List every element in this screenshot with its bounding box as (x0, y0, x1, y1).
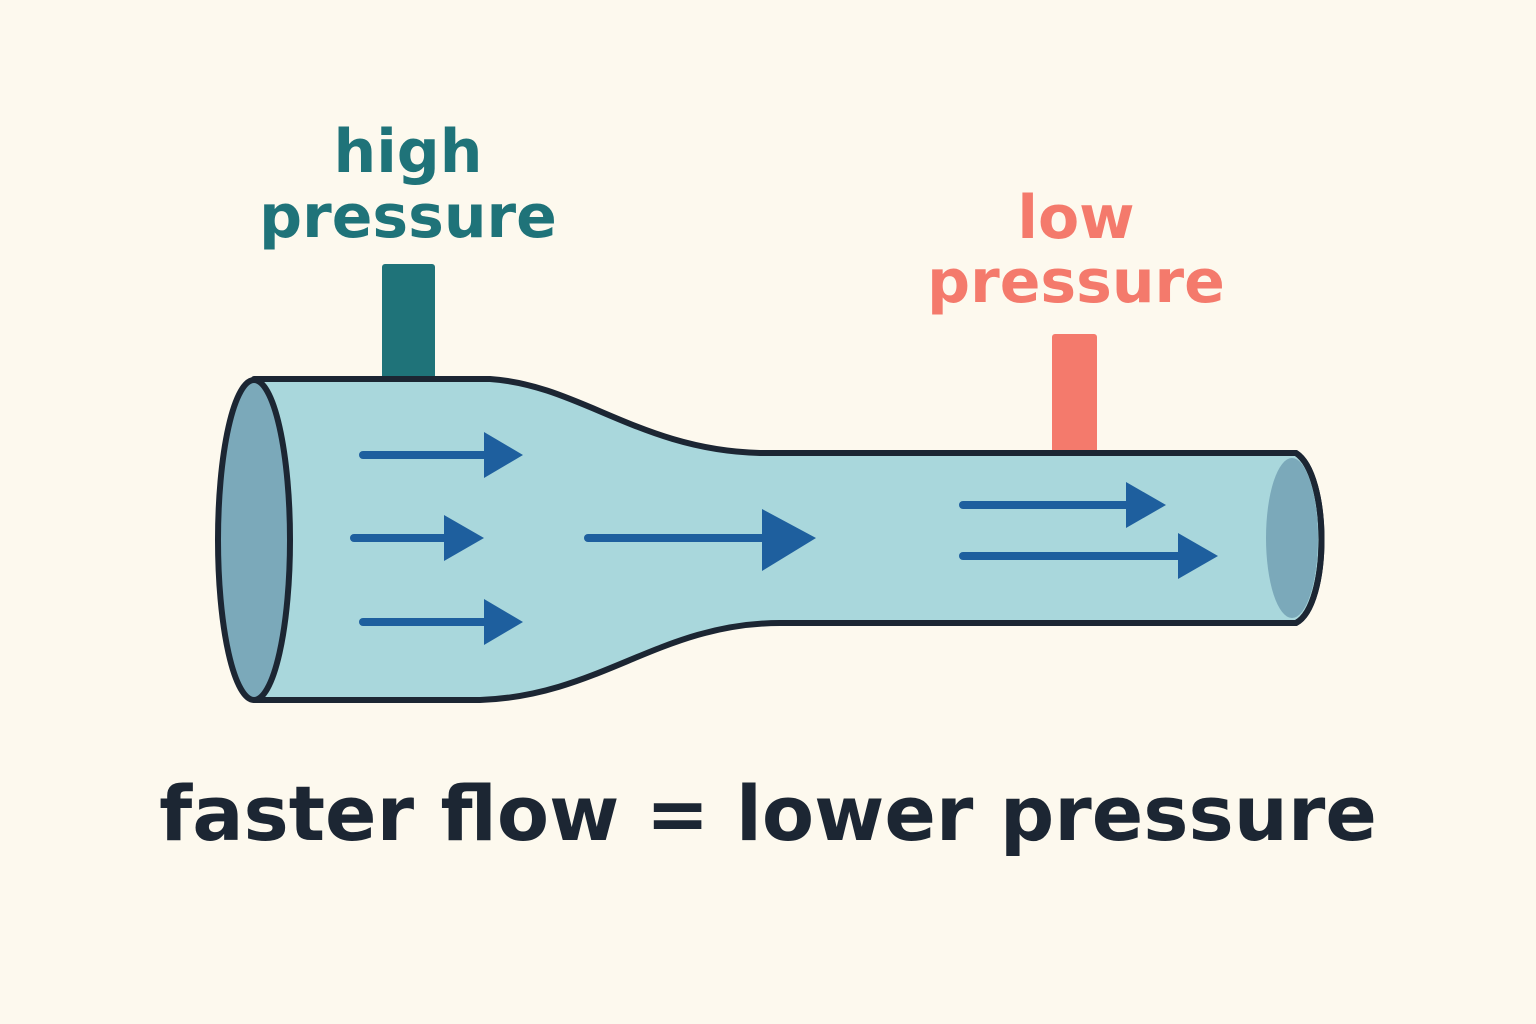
flow-arrow-head (484, 432, 523, 478)
flow-arrow-head (1178, 533, 1218, 579)
high-pressure-label-line2: pressure (259, 182, 557, 252)
low-pressure-tube (1052, 334, 1097, 456)
low-pressure-label-line2: pressure (927, 247, 1225, 317)
flow-arrow-head (444, 515, 484, 561)
high-pressure-tube (382, 264, 435, 384)
flow-arrow-head (1126, 482, 1166, 528)
flow-arrow-head (762, 509, 816, 571)
pipe-inlet-opening (215, 377, 293, 703)
high-pressure-label-line1: high (334, 117, 483, 187)
pipe-outlet-rim (1293, 450, 1325, 626)
pipe-outlet-opening (1266, 458, 1318, 618)
flow-arrow-head (484, 599, 523, 645)
low-pressure-label-line1: low (1017, 183, 1134, 253)
flow-arrows-converging-section (584, 509, 816, 571)
flow-arrows-wide-section (350, 432, 523, 645)
caption: faster flow = lower pressure (159, 769, 1377, 858)
flow-arrows-narrow-section (959, 482, 1218, 579)
